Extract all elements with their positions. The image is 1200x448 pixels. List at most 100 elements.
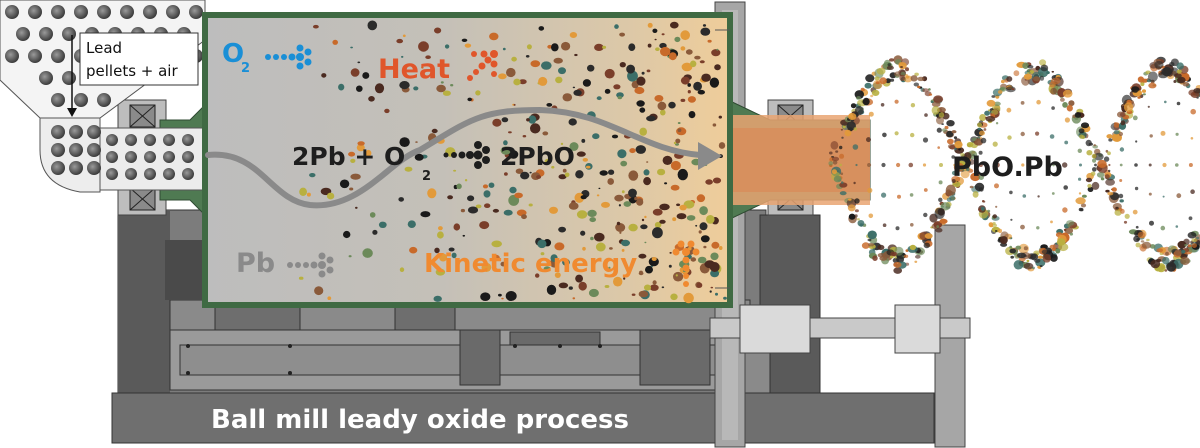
oxide-particle <box>576 151 586 157</box>
helix-rung-dot <box>1077 148 1083 153</box>
helix-particle <box>833 175 842 183</box>
oxide-particle <box>580 230 586 236</box>
helix-particle <box>1069 232 1074 236</box>
helix-rung-dot <box>1190 108 1196 115</box>
helix-rung-dot <box>839 163 842 167</box>
lead-pellet <box>39 71 53 85</box>
oxide-particle <box>654 221 662 228</box>
oxide-particle <box>700 27 711 36</box>
helix-rung-dot <box>922 163 927 167</box>
helix-rung-dot <box>1119 163 1123 167</box>
oxide-particle <box>498 73 507 80</box>
oxide-particle <box>712 177 722 184</box>
oxide-particle <box>309 173 316 178</box>
helix-particle <box>958 148 961 151</box>
helix-particle <box>979 114 986 122</box>
helix-rung-dot <box>978 150 983 155</box>
helix-particle <box>963 152 972 160</box>
oxide-particle <box>338 83 345 91</box>
helix-rung-dot <box>880 103 885 107</box>
helix-particle <box>861 242 870 249</box>
lead-pellet <box>182 168 194 180</box>
helix-particle <box>970 172 981 182</box>
helix-particle <box>1162 67 1172 77</box>
oxide-particle <box>696 282 703 288</box>
heat-arrow-icon <box>467 50 498 81</box>
oxide-particle <box>475 90 481 96</box>
helix-rung-dot <box>855 163 858 167</box>
oxide-particle <box>581 138 586 143</box>
helix-particle <box>1027 65 1034 69</box>
helix-particle <box>1137 96 1141 99</box>
oxide-particle <box>348 151 356 157</box>
helix-rung-dot <box>995 205 998 208</box>
oxide-particle <box>558 67 566 75</box>
helix-particle <box>991 95 996 98</box>
helix-particle <box>1182 81 1190 87</box>
helix-rung-dot <box>1162 162 1167 168</box>
oxide-particle <box>709 262 720 272</box>
oxide-particle <box>582 246 586 251</box>
helix-rung-dot <box>1052 163 1055 167</box>
helix-particle <box>985 115 996 122</box>
helix-rung-dot <box>954 147 957 151</box>
helix-particle <box>1037 265 1041 269</box>
helix-particle <box>1068 100 1075 107</box>
oxide-particle <box>573 89 582 96</box>
oxide-particle <box>407 220 416 228</box>
oxide-particle <box>440 81 444 84</box>
helix-particle <box>1187 244 1192 248</box>
oxide-particle <box>450 84 454 87</box>
helix-rung-dot <box>1134 163 1138 167</box>
oxide-particle <box>562 93 573 102</box>
lead-pellet <box>5 5 19 19</box>
oxide-particle <box>711 241 720 249</box>
helix-particle <box>977 127 982 130</box>
helix-particle <box>939 218 948 224</box>
helix-rung-dot <box>1107 151 1111 156</box>
oxide-particle <box>488 182 495 188</box>
helix-rung-dot <box>923 188 928 192</box>
helix-rung-dot <box>1118 131 1123 137</box>
oxide-particle <box>582 158 588 162</box>
oxide-particle <box>433 295 442 302</box>
helix-rung-dot <box>1132 115 1138 121</box>
helix-particle <box>947 138 954 145</box>
helix-particle <box>1140 240 1145 243</box>
helix-rung-dot <box>1090 171 1096 177</box>
helix-rung-dot <box>1037 195 1040 198</box>
oxide-particle <box>636 198 644 206</box>
helix-particle <box>917 76 925 82</box>
helix-rung-dot <box>1094 163 1097 167</box>
helix-particle <box>871 89 880 96</box>
helix-particle <box>1017 252 1026 259</box>
helix-particle <box>1097 159 1107 168</box>
helix-particle <box>946 130 954 138</box>
helix-rung-dot <box>1020 101 1025 105</box>
helix-rung-dot <box>994 162 1000 168</box>
oxide-particle <box>703 245 707 249</box>
helix-particle <box>1176 62 1184 70</box>
oxide-particle <box>438 226 443 231</box>
helix-rung-dot <box>1148 192 1152 196</box>
oxide-particle <box>646 161 649 163</box>
oxide-particle <box>572 297 576 300</box>
helix-rung-dot <box>1175 163 1179 167</box>
helix-particle <box>831 156 840 162</box>
helix-rung-dot <box>1160 130 1166 136</box>
oxide-particle <box>350 173 361 180</box>
helix-particle <box>876 67 886 75</box>
oxide-particle <box>326 192 335 200</box>
helix-rung-dot <box>894 99 899 104</box>
kinetic-energy-label: Kinetic energy <box>424 249 637 279</box>
helix-rung-dot <box>1064 140 1069 145</box>
oxide-particle <box>629 148 636 154</box>
oxide-particle <box>528 115 537 124</box>
oxide-particle <box>628 170 639 181</box>
oxide-particle <box>623 277 626 280</box>
helix-rung-dot <box>1020 131 1025 137</box>
helix-rung-dot <box>866 137 871 143</box>
oxide-particle <box>530 60 541 68</box>
oxide-particle <box>467 97 473 102</box>
